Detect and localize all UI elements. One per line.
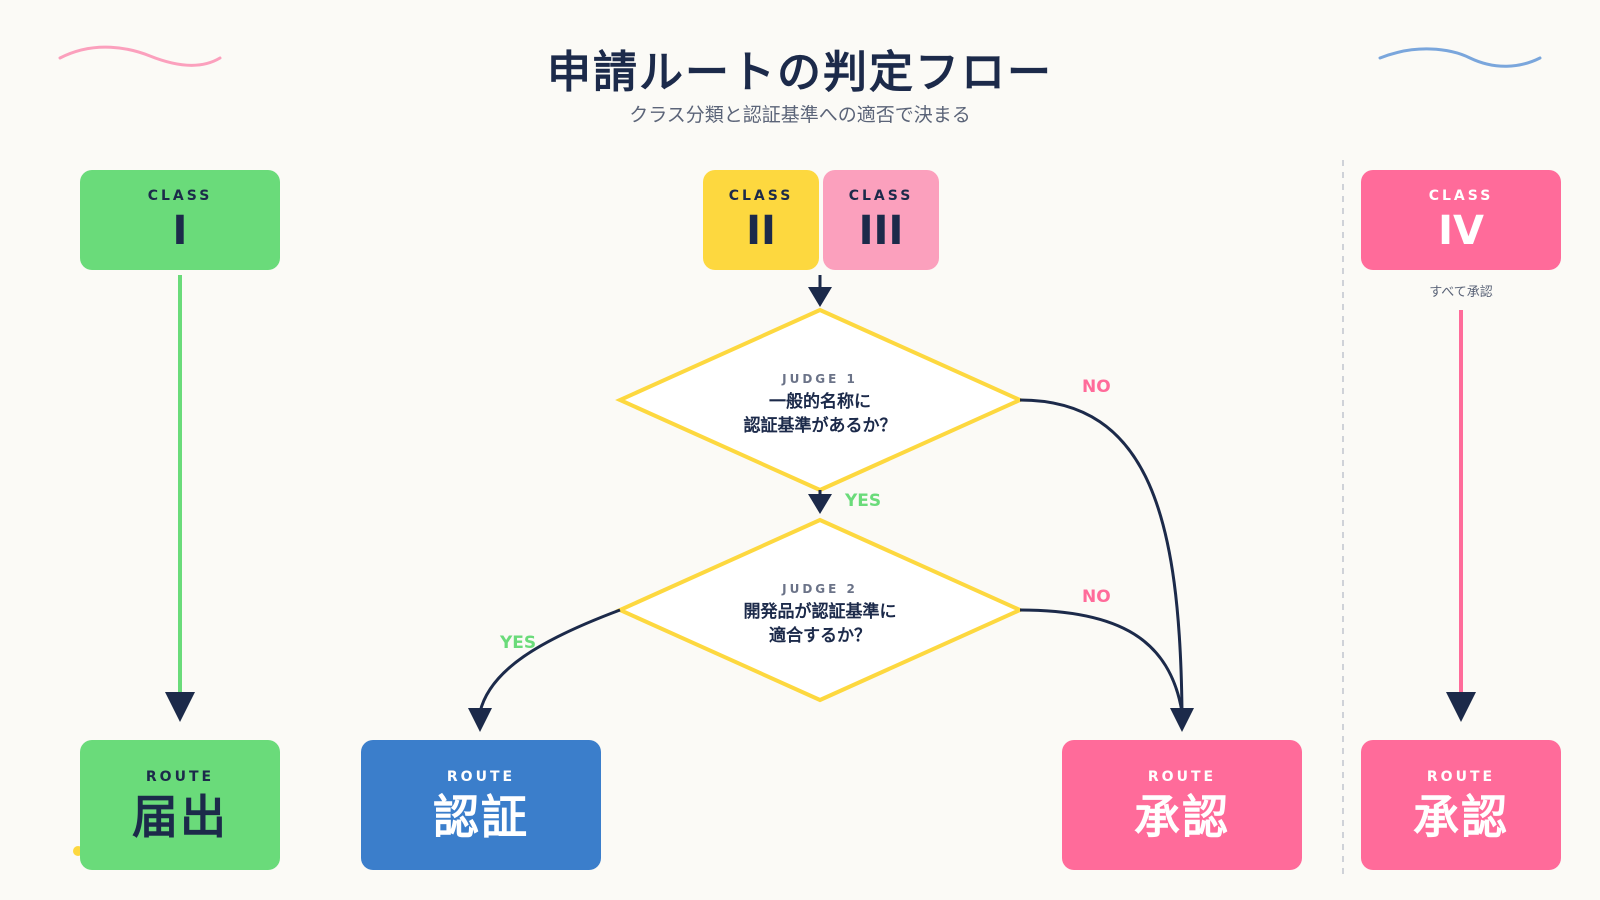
route-4-name: 承認	[1413, 790, 1509, 844]
class-1-numeral: I	[172, 208, 188, 254]
judge2-diamond	[615, 517, 1025, 703]
class-2-numeral: II	[746, 208, 776, 254]
class-3-caption: CLASS	[848, 188, 914, 204]
judge-2-question-line1: 開発品が認証基準に	[743, 602, 897, 622]
route-ninsho-box: ROUTE 認証	[361, 740, 601, 870]
connector-judge2-yes	[478, 608, 621, 713]
route-1-caption: ROUTE	[145, 769, 215, 785]
connector-judge2-no	[1019, 608, 1184, 713]
judge-1-question-line2: 認証基準があるか？	[743, 416, 897, 436]
arrowhead-judge2-in	[808, 494, 832, 514]
route-todokede-box: ROUTE 届出	[80, 740, 280, 870]
judge-1-text: JUDGE 1 一般的名称に 認証基準があるか？	[690, 372, 950, 438]
class-4-note: すべて承認	[1429, 285, 1493, 300]
arrowhead-route2-in	[468, 708, 492, 732]
class-3-numeral: III	[858, 208, 904, 254]
judge-1-question-line1: 一般的名称に	[769, 392, 871, 412]
route-shonin-box: ROUTE 承認	[1062, 740, 1302, 870]
page-subtitle: クラス分類と認証基準への適否で決まる	[629, 104, 971, 126]
arrowhead-class1-route	[165, 692, 195, 722]
class-4-caption: CLASS	[1428, 188, 1494, 204]
class-2-caption: CLASS	[728, 188, 794, 204]
judge-2-question-line2: 適合するか？	[769, 626, 871, 646]
route-4-caption: ROUTE	[1426, 769, 1496, 785]
connector-judge1-no	[1019, 398, 1184, 713]
class-4-numeral: IV	[1438, 208, 1484, 254]
arrowhead-judge1-in	[808, 287, 832, 307]
route-shonin-class4-box: ROUTE 承認	[1361, 740, 1561, 870]
class-3-box: CLASS III	[823, 170, 939, 270]
class-1-caption: CLASS	[147, 188, 213, 204]
arrowhead-class4-route	[1446, 692, 1476, 722]
route-2-name: 認証	[433, 790, 529, 844]
judge-1-no-label: NO	[1082, 377, 1111, 397]
class-2-box: CLASS II	[703, 170, 819, 270]
route-3-caption: ROUTE	[1147, 769, 1217, 785]
judge-2-text: JUDGE 2 開発品が認証基準に 適合するか？	[690, 582, 950, 648]
class-1-box: CLASS I	[80, 170, 280, 270]
route-2-caption: ROUTE	[446, 769, 516, 785]
judge-2-yes-label: YES	[500, 633, 537, 653]
judge-1-label: JUDGE 1	[782, 372, 858, 386]
class-4-box: CLASS IV	[1361, 170, 1561, 270]
arrowhead-route3-in	[1170, 708, 1194, 732]
route-1-name: 届出	[132, 790, 228, 844]
page-title: 申請ルートの判定フロー	[547, 47, 1053, 98]
judge-2-no-label: NO	[1082, 587, 1111, 607]
judge-2-label: JUDGE 2	[782, 582, 858, 596]
judge-1-yes-label: YES	[845, 491, 882, 511]
wave-decoration-right	[1378, 47, 1542, 68]
route-3-name: 承認	[1134, 790, 1230, 844]
wave-decoration-left	[58, 45, 222, 67]
